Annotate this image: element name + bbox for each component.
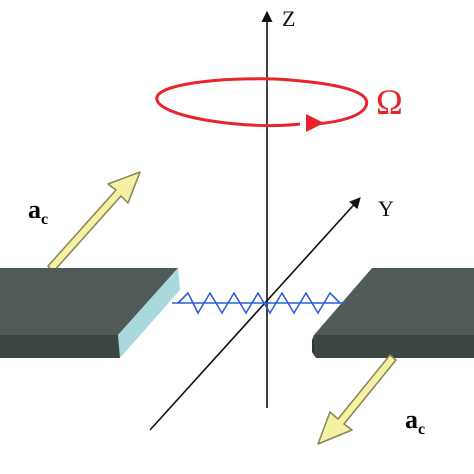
acceleration-arrow-lower <box>317 354 397 445</box>
acceleration-label-lower: ac <box>405 405 425 438</box>
acceleration-label-upper: ac <box>28 195 48 228</box>
y-axis <box>149 197 361 431</box>
rotation-arrow <box>155 77 369 132</box>
acceleration-main-upper: a <box>28 195 41 224</box>
acceleration-sub-upper: c <box>41 211 48 228</box>
y-axis-label: Y <box>378 196 394 221</box>
acceleration-arrow-upper <box>47 171 141 273</box>
spring <box>172 291 345 315</box>
left-plate <box>0 268 180 358</box>
acceleration-main-lower: a <box>405 405 418 434</box>
omega-label: Ω <box>376 82 403 122</box>
acceleration-sub-lower: c <box>418 421 425 438</box>
right-plate <box>312 268 474 358</box>
z-axis-label: Z <box>282 6 295 31</box>
